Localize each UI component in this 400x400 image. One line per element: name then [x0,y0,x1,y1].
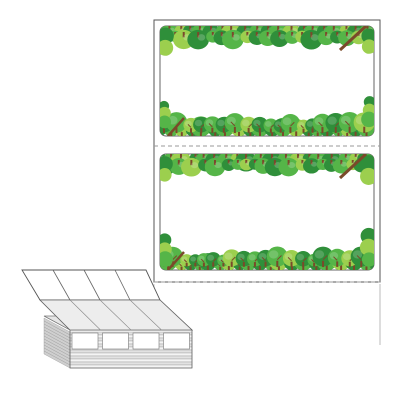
tree-icon [327,248,347,267]
tree-icon [222,29,244,50]
tree-icon [361,39,374,54]
column-divider [114,269,131,301]
unfolded-sheet-outline [21,269,161,301]
tree-icon [332,158,350,174]
tree-border-icon [160,154,374,270]
tree-icon [280,114,301,133]
column-divider [129,299,162,331]
trunk-accent [338,154,368,180]
stack-layers [43,317,193,369]
tree-icon [160,27,174,45]
stack-label-cell [102,332,129,350]
tree-icon [300,29,323,50]
tree-icon [359,238,374,257]
column-divider [99,299,132,331]
stack-sheet [69,361,193,366]
unfolded-sheet [21,269,194,331]
label-top [159,25,375,137]
tree-icon [282,250,301,267]
tree-icon [160,39,174,56]
tree-icon [224,113,246,134]
tree-icon [160,106,171,120]
trunk-accent [338,26,368,52]
tree-icon [361,252,374,267]
stack-sheet [69,364,193,369]
tree-icon [235,250,253,267]
tree-icon [312,246,334,268]
column-divider [83,269,101,301]
tree-icon [360,167,374,185]
tree-icon [270,30,289,47]
tree-icon [160,251,173,267]
stack-sheet [69,355,193,360]
stack-sheet [69,352,193,357]
tree-icon [251,116,268,133]
tree-icon [222,249,241,267]
tree-icon [205,252,221,267]
stack-label-cell [132,332,160,350]
trunk-accent [167,117,185,136]
stack-label-cell [163,332,190,350]
tree-icon [204,157,226,177]
tree-icon [317,30,335,46]
stack-front-labels [71,332,190,350]
tree-icon [361,28,374,44]
fanfold-stack-icon [21,269,194,369]
tree-icon [160,156,173,172]
stack-sheet [69,358,193,363]
tree-border-icon [160,26,374,136]
tree-icon [361,111,374,128]
tree-icon [278,157,299,177]
label-bottom [159,153,375,271]
tree-icon [187,29,210,50]
tree-icon [160,167,172,182]
tree-icon [303,158,320,174]
tree-icon [160,115,172,129]
tree-icon [181,157,202,177]
tree-icon [295,251,312,267]
stack-label-cell [71,332,99,350]
tree-icon [266,246,288,268]
column-divider [69,299,101,331]
tree-icon [359,155,374,173]
column-divider [52,269,71,301]
tree-icon [203,116,221,133]
stack-sheet [69,349,193,354]
trunk-accent [167,251,185,270]
